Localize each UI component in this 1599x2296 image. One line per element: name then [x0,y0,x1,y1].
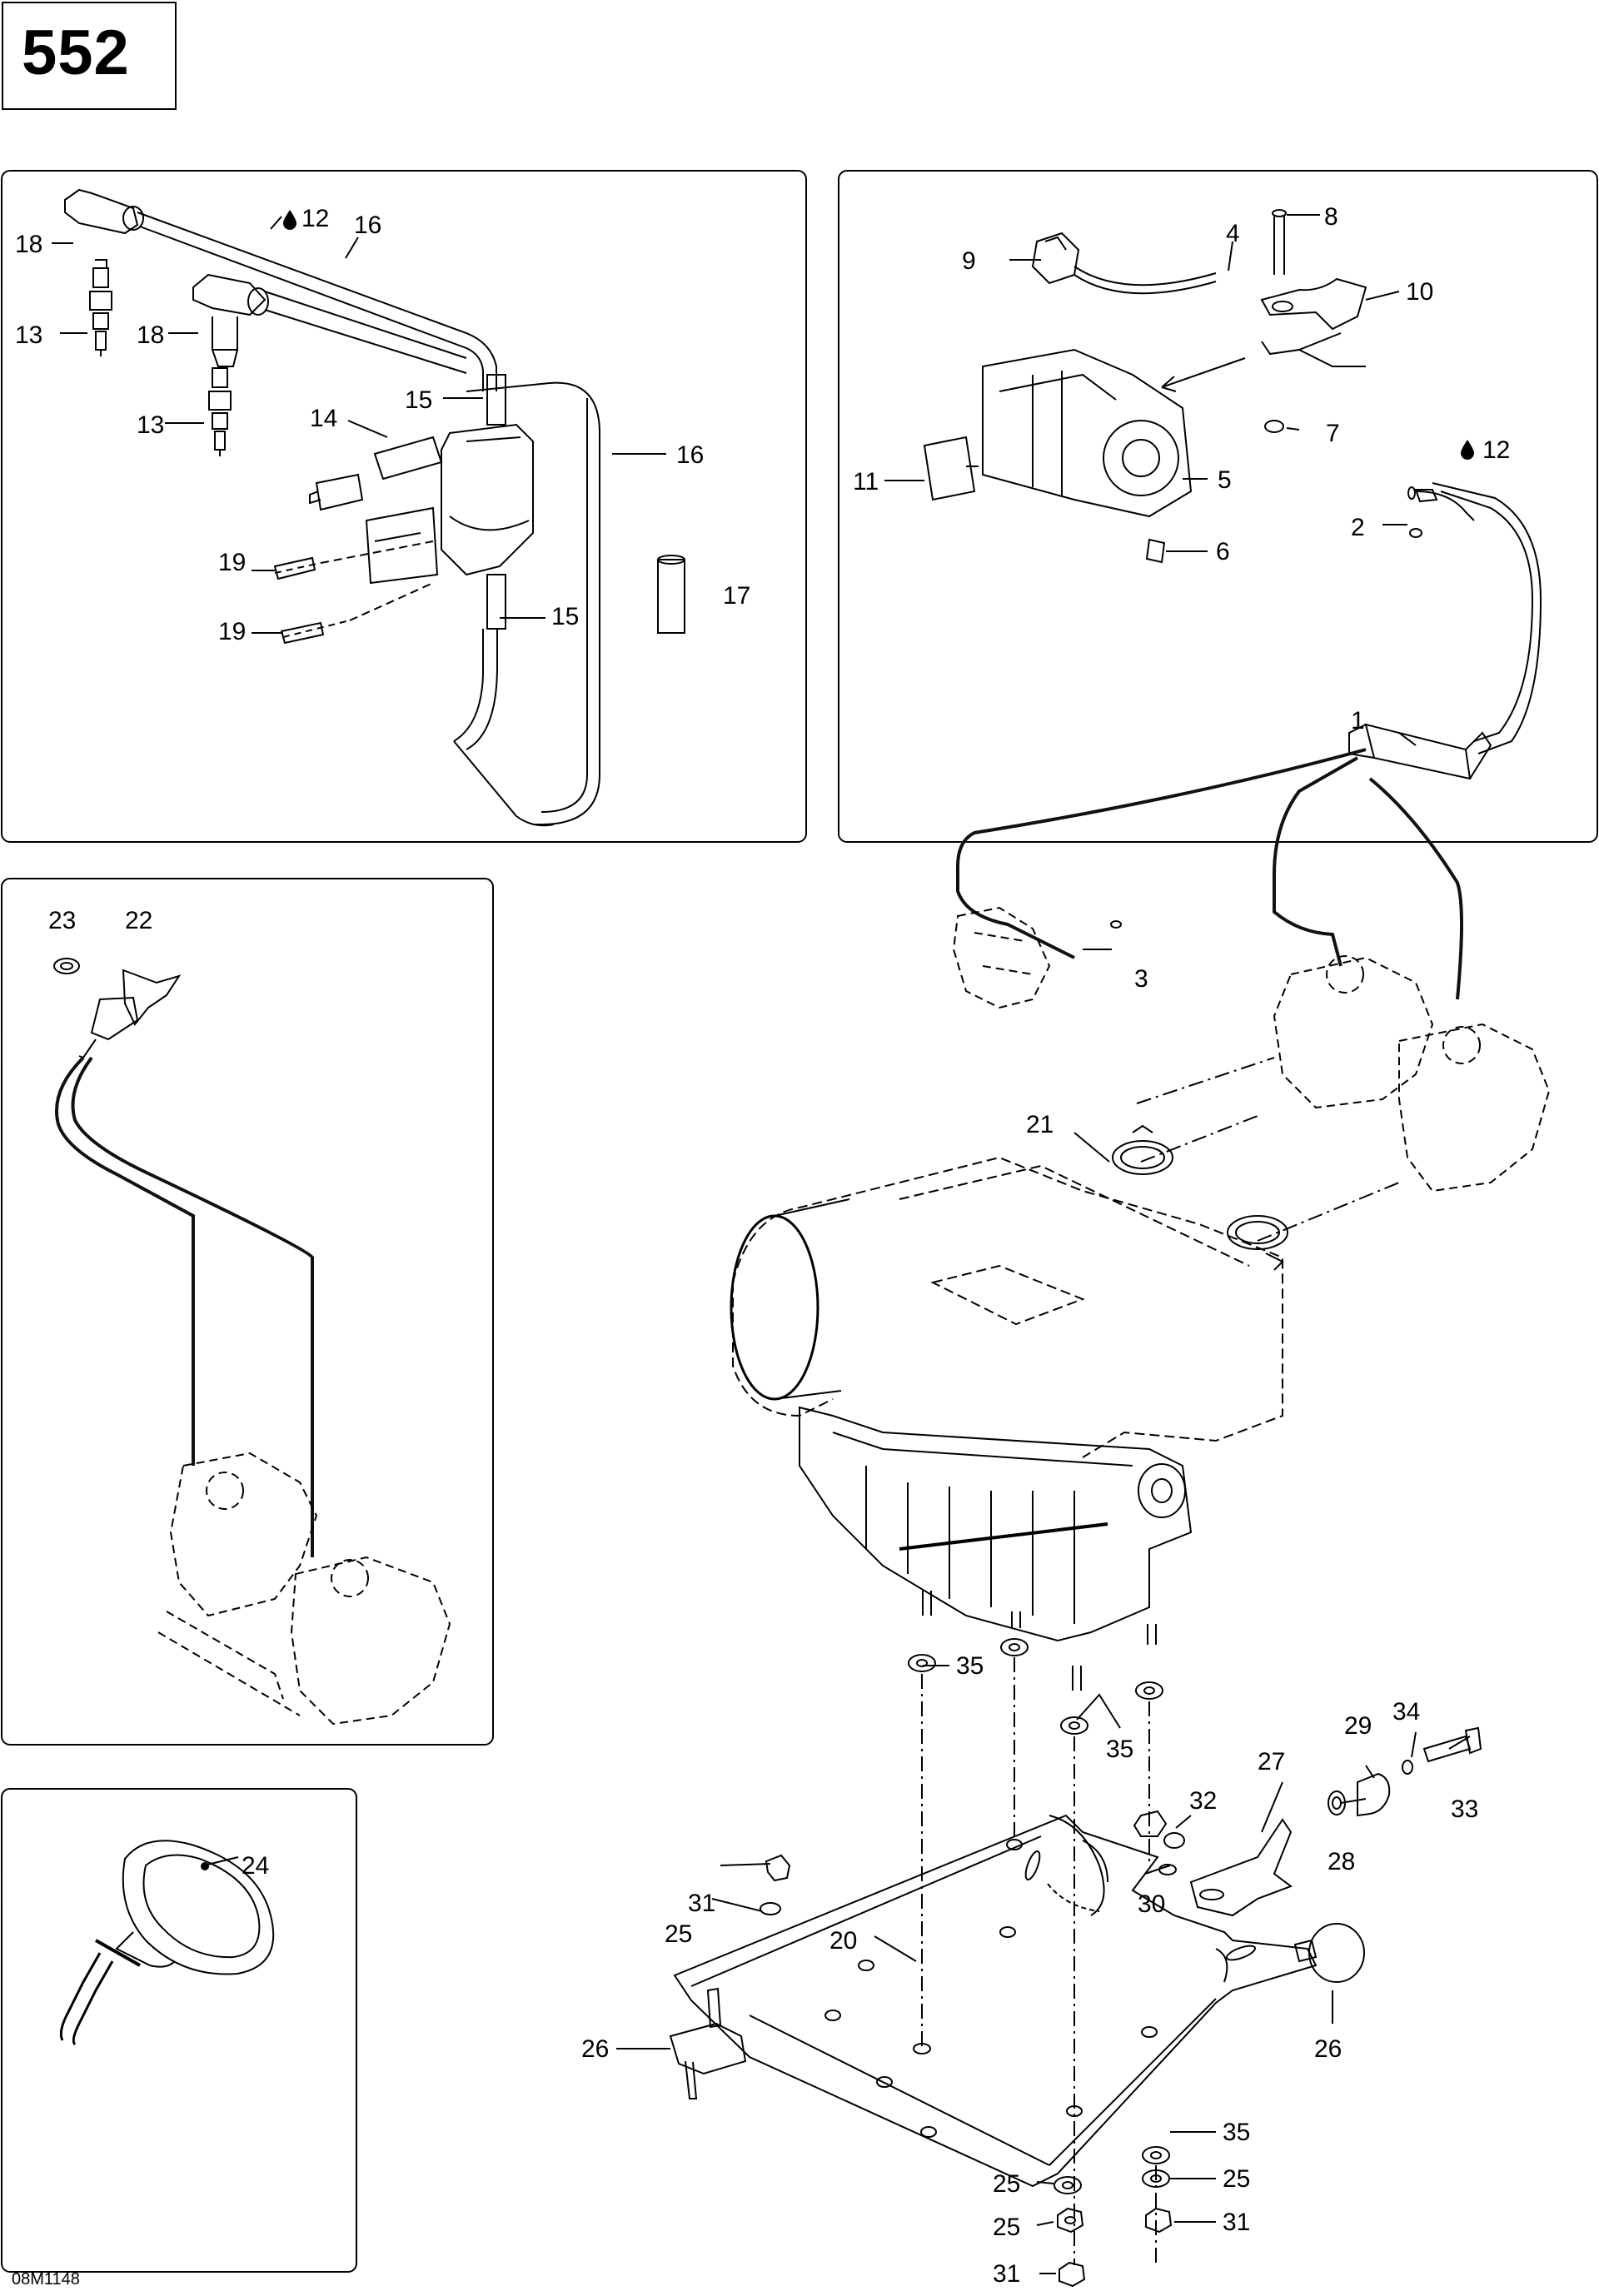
callout-31: 31 [1223,2209,1250,2236]
callout-7: 7 [1326,420,1340,447]
callout-15: 15 [551,603,579,630]
drawing-code: 08M1148 [12,2270,80,2289]
tps-harness-cables [956,748,1463,1000]
callout-31: 31 [688,1890,715,1917]
tps-bracket [952,906,1051,1009]
callout-35: 35 [1106,1736,1133,1763]
callout-13: 13 [15,321,42,349]
callout-6: 6 [1216,538,1230,565]
callout-18: 18 [137,321,164,349]
rubber-mount-left [669,1987,747,2099]
callout-25: 25 [1223,2165,1250,2193]
fasteners-lower-stack [760,1854,1173,2288]
sensor-harness-panel [1,878,494,1746]
engine-flywheel [730,1198,850,1401]
page-number: 552 [22,17,130,88]
callout-25: 25 [993,2170,1020,2198]
callout-25: 25 [665,1920,692,1948]
callout-12: 12 [301,205,329,232]
callout-15: 15 [405,386,432,414]
callout-21: 21 [1026,1111,1054,1138]
callout-34: 34 [1392,1698,1420,1726]
callout-33: 33 [1451,1795,1478,1823]
page-number-box: 552 [2,2,177,110]
callout-11: 11 [853,468,879,496]
callout-2: 2 [1351,514,1365,541]
carburetors-left [157,1452,451,1726]
callout-26: 26 [1314,2035,1342,2063]
callout-16: 16 [676,441,704,469]
ignition-coil-panel [1,170,807,843]
callout-27: 27 [1258,1748,1285,1776]
throttle-sensor-drawing [884,209,1542,780]
ignition-coil-drawing [52,188,685,827]
callout-22: 22 [125,907,152,934]
callout-14: 14 [310,405,337,432]
lubricant-drop-icon [283,210,296,230]
callout-10: 10 [1406,278,1433,306]
spark-plug-upper [89,259,112,356]
engine-mounting-plate [673,1814,1318,2188]
callout-25: 25 [993,2214,1020,2241]
callout-19: 19 [218,618,246,645]
callout-9: 9 [962,247,976,275]
spark-plug-lower [208,367,232,456]
sensor-harness-drawing [53,958,182,1059]
callout-35: 35 [1223,2119,1250,2146]
engine-mount-studs [922,1591,1157,1691]
callout-13: 13 [137,411,164,439]
callout-19: 19 [218,549,246,576]
callout-3: 3 [1134,965,1148,993]
lubricant-drop-icon-2 [1461,440,1474,460]
carburetors-right [1273,955,1551,1193]
hose-clamps-21 [1112,1124,1288,1271]
callout-20: 20 [829,1927,857,1955]
callout-29: 29 [1344,1712,1372,1740]
callout-31: 31 [993,2260,1020,2288]
callout-28: 28 [1328,1848,1355,1875]
callout-1: 1 [1351,707,1365,735]
callout-5: 5 [1218,466,1232,494]
callout-16: 16 [354,212,381,239]
washers-35 [908,1638,1170,2164]
callout-8: 8 [1324,203,1338,231]
callout-12: 12 [1482,436,1510,464]
callout-32: 32 [1189,1787,1217,1815]
callout-18: 18 [15,231,42,258]
engine-crankcase [799,1406,1193,1642]
leader-lines [616,1132,1471,2274]
callout-35: 35 [956,1652,984,1680]
clamp-detail-panel [1,1788,357,2273]
callout-24: 24 [242,1852,269,1880]
rubber-mount-right [1293,1923,1365,1983]
callout-23: 23 [48,907,76,934]
callout-4: 4 [1226,220,1240,247]
clamp-detail-drawing [59,1840,275,2046]
engine-block [732,1156,1283,1458]
throttle-sensor-panel [838,170,1598,843]
callout-30: 30 [1138,1890,1165,1918]
callout-17: 17 [723,582,750,610]
callout-26: 26 [581,2035,609,2063]
sensor-harness-wires [55,1056,314,1557]
bracket-27 [1189,1818,1293,1917]
